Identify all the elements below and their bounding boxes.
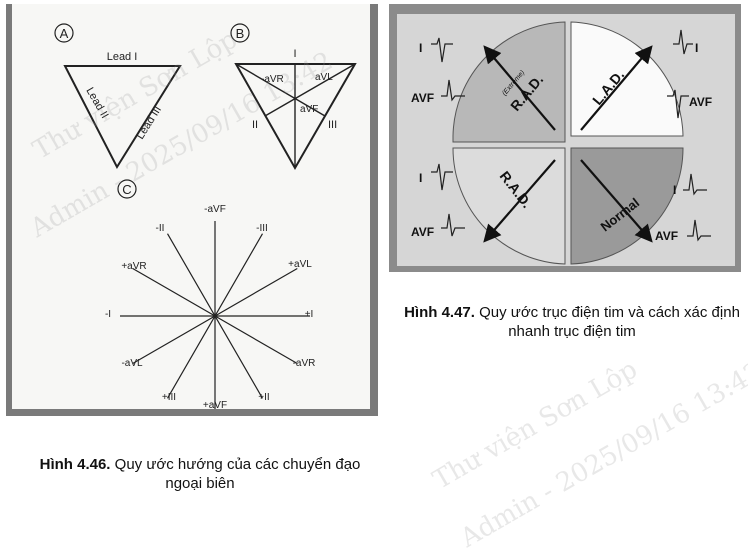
hexaxial-spokes: [120, 221, 310, 411]
panel-c-marker-circle: [117, 179, 137, 199]
spoke-label-neg-avr: -aVR: [293, 358, 316, 369]
watermark-line1-b: Thư viện Sơn Lộp: [427, 354, 643, 496]
caption-4-46-text: Quy ước hướng của các chuyển đạo ngoại b…: [110, 456, 361, 492]
bl-lead-i: I: [419, 171, 422, 185]
arrow-rad: [483, 159, 556, 243]
spoke-lead-avl: [132, 267, 298, 365]
spoke-label-pos-i: +I: [305, 309, 314, 320]
figure-4-47-panel: R.A.D. (Extreme) L.A.D. R.A.D. Normal I …: [389, 4, 741, 272]
tl-lead-i: I: [419, 41, 422, 55]
panel-c-marker: C: [122, 182, 131, 197]
limb-lead-diagram: A Lead I Lead II Lead III B I -aVR aVL a…: [54, 23, 357, 411]
panel-a-marker: A: [60, 26, 69, 41]
spoke-label-neg-avf: -aVF: [204, 204, 226, 215]
axis-quadrant-diagram: R.A.D. (Extreme) L.A.D. R.A.D. Normal I …: [411, 21, 712, 265]
b-avl-label: aVL: [315, 72, 333, 83]
panel-b: B I -aVR aVL aVF II III: [230, 23, 357, 171]
arrow-extreme-rad: [483, 45, 556, 131]
tl-lead-avf: AVF: [411, 91, 434, 105]
b-avf-label: aVF: [300, 104, 318, 115]
b-lead-i-label: I: [293, 48, 296, 60]
figure-4-46-caption: Hình 4.46. Quy ước hướng của các chuyển …: [30, 455, 370, 493]
bisector-avl: [264, 63, 356, 117]
tl-avf-waveform: [441, 79, 465, 102]
tr-avf-waveform: [667, 89, 689, 119]
spoke-label-pos-iii: +III: [162, 392, 176, 403]
spoke-label-neg-ii: -II: [156, 223, 165, 234]
b-ii-label: II: [252, 119, 258, 131]
spoke-label-neg-avl: -aVL: [121, 358, 143, 369]
caption-4-47-text: Quy ước trục điện tim và cách xác định n…: [474, 304, 740, 340]
spoke-label-neg-i: -I: [105, 309, 111, 320]
tr-lead-i: I: [695, 41, 698, 55]
quadrant-bottom-left: [452, 147, 566, 265]
panel-b-marker-circle: [230, 23, 250, 43]
br-avf-waveform: [687, 219, 711, 242]
lead-ii-label: Lead II: [83, 86, 110, 121]
bl-avf-waveform: [441, 213, 465, 237]
br-lead-avf: AVF: [655, 229, 678, 243]
panel-a-marker-circle: [54, 23, 74, 43]
br-lead-i: I: [673, 183, 676, 197]
br-i-waveform: [683, 173, 707, 196]
figure-4-46-panel: A Lead I Lead II Lead III B I -aVR aVL a…: [6, 4, 378, 416]
panel-c: C -aVF +aVF -I +I -II -III +aVR +aVL -aV…: [105, 179, 316, 411]
bl-lead-avf: AVF: [411, 225, 434, 239]
figure-4-46-canvas: A Lead I Lead II Lead III B I -aVR aVL a…: [12, 4, 370, 411]
tl-i-waveform: [431, 37, 453, 63]
tr-i-waveform: [673, 29, 693, 55]
figure-4-47-canvas: R.A.D. (Extreme) L.A.D. R.A.D. Normal I …: [397, 14, 735, 266]
lead-i-label: Lead I: [107, 51, 138, 63]
panel-a: A Lead I Lead II Lead III: [54, 23, 182, 170]
tr-lead-avf: AVF: [689, 95, 712, 109]
lead-iii-label: Lead III: [134, 104, 164, 141]
einthoven-triangle: [63, 65, 182, 170]
spoke-label-pos-ii: +II: [258, 392, 269, 403]
figure-4-47-caption: Hình 4.47. Quy ước trục điện tim và cách…: [398, 303, 746, 341]
bisector-avr: [235, 63, 326, 117]
caption-4-46-number: Hình 4.46.: [39, 456, 111, 473]
b-avr-label: -aVR: [261, 74, 284, 85]
arrow-lad: [580, 45, 653, 131]
b-iii-label: III: [328, 119, 337, 131]
spoke-label-neg-iii: -III: [256, 223, 268, 234]
spoke-label-pos-avr: +aVR: [121, 261, 146, 272]
panel-b-marker: B: [236, 26, 245, 41]
spoke-label-pos-avl: +aVL: [288, 259, 312, 270]
watermark-line2-b: Admin - 2025/09/16 13:42: [455, 356, 748, 554]
quadrant-top-right: [570, 21, 684, 137]
spoke-label-pos-avf: +aVF: [203, 400, 227, 409]
bl-i-waveform: [431, 163, 453, 191]
arrow-normal: [580, 159, 653, 243]
caption-4-47-number: Hình 4.47.: [404, 304, 475, 321]
